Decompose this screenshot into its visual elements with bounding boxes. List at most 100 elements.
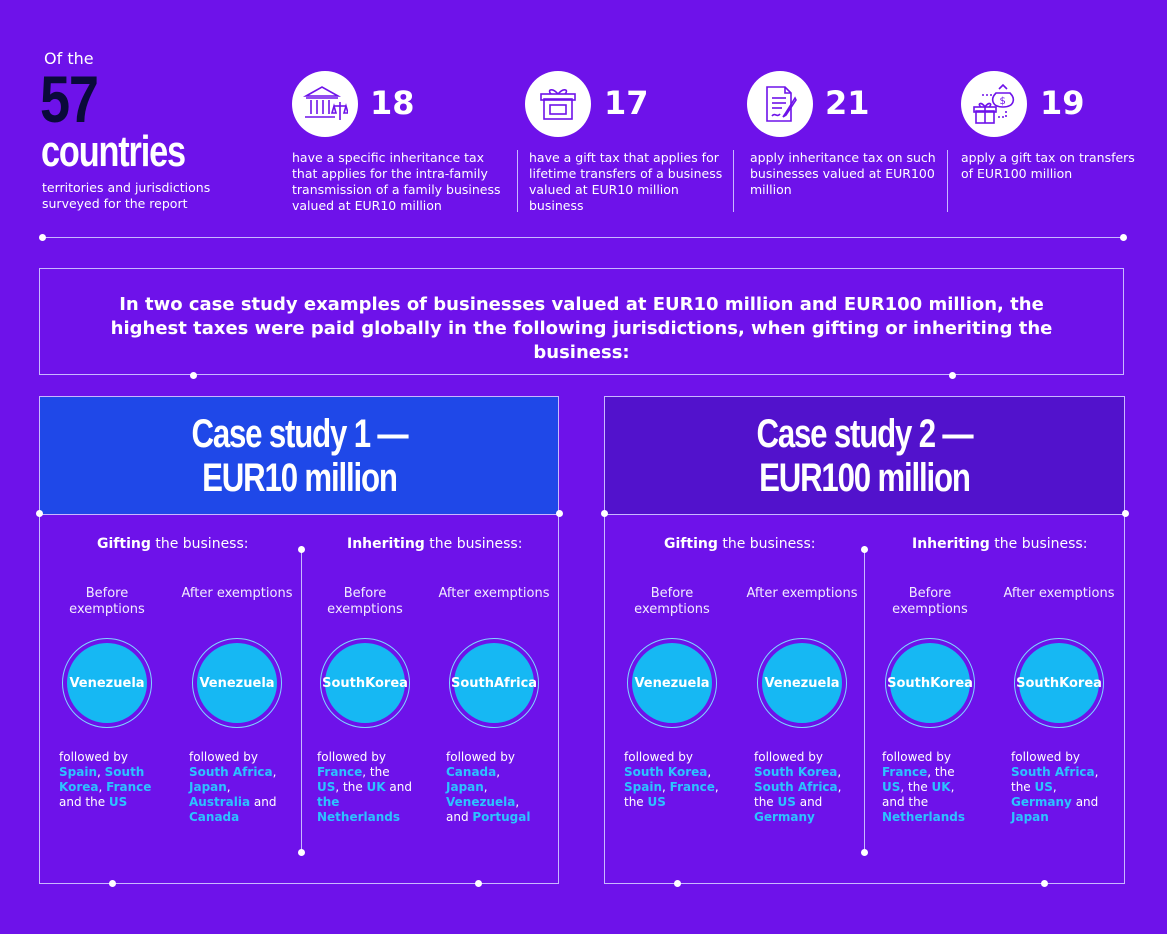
inheriting-label: Inheriting the business:	[347, 536, 523, 552]
line-end-dot	[601, 510, 608, 517]
stat-description: have a gift tax that applies for lifetim…	[529, 150, 723, 213]
country-name: Spain	[59, 765, 97, 779]
line-end-dot	[674, 880, 681, 887]
countries-label: countries	[41, 127, 186, 176]
country-name: South Korea	[754, 765, 838, 779]
before-exemptions-label: Before exemptions	[634, 586, 710, 617]
country-name: Canada	[446, 765, 497, 779]
country-name: US	[108, 795, 128, 809]
country-name: South Africa	[754, 780, 838, 794]
country-name: US	[1034, 780, 1053, 794]
document-pen-icon	[747, 71, 813, 137]
country-name: the Netherlands	[317, 795, 401, 824]
country-name: US	[647, 795, 666, 809]
connector-text: ,	[837, 765, 842, 779]
country-name: Japan	[189, 780, 227, 794]
line-end-dot	[861, 546, 868, 553]
connector-text: , the	[927, 765, 955, 779]
connector-text: , the	[754, 780, 842, 809]
gifting-label: Gifting the business:	[664, 536, 816, 552]
gifting-label: Gifting the business:	[97, 536, 249, 552]
country-name: Japan	[446, 780, 484, 794]
country-name: South Africa	[1011, 765, 1095, 779]
before-exemptions-label: Before exemptions	[69, 586, 145, 617]
connector-text: , the	[362, 765, 390, 779]
connector-text: ,	[496, 765, 501, 779]
line-end-dot	[298, 849, 305, 856]
connector-text: , the	[1011, 765, 1099, 794]
after-exemptions-label: After exemptions	[1003, 586, 1115, 601]
before-exemptions-label: Before exemptions	[327, 586, 403, 617]
country-name: Venezuela	[446, 795, 516, 809]
stat-description: apply inheritance tax on such businesses…	[750, 150, 936, 197]
country-name: France	[106, 780, 152, 794]
connector-text: , and the	[882, 780, 955, 809]
stat-number: 18	[370, 84, 415, 122]
connector-text: ,	[272, 765, 277, 779]
line-end-dot	[1041, 880, 1048, 887]
line-end-dot	[1122, 510, 1129, 517]
country-name: France	[317, 765, 363, 779]
stat-description: apply a gift tax on transfers of EUR100 …	[961, 150, 1135, 181]
after-exemptions-label: After exemptions	[438, 586, 550, 601]
country-name: UK	[366, 780, 386, 794]
connector-text: and	[1071, 795, 1099, 809]
case-study-2-panel: Case study 2 — EUR100 million	[604, 396, 1125, 884]
connector-text: ,	[707, 765, 712, 779]
country-name: US	[777, 795, 796, 809]
top-country-name: Venezuela	[632, 643, 712, 723]
country-name: South Korea	[624, 765, 708, 779]
case-study-header: Case study 1 — EUR10 million	[40, 397, 558, 515]
top-country-circle: Venezuela	[757, 638, 847, 728]
stat-number: 17	[604, 84, 649, 122]
connector-text: ,	[98, 780, 107, 794]
line-end-dot	[861, 849, 868, 856]
connector-text: ,	[226, 780, 231, 794]
country-name: South Korea	[59, 765, 145, 794]
connector-text: ,	[97, 765, 105, 779]
line-end-dot	[556, 510, 563, 517]
stat-number: 19	[1040, 84, 1085, 122]
top-country-circle: Venezuela	[627, 638, 717, 728]
country-name: Canada	[189, 810, 240, 824]
summary-banner: In two case study examples of businesses…	[39, 268, 1124, 375]
stat-description: have a specific inheritance tax that app…	[292, 150, 501, 213]
inheriting-label: Inheriting the business:	[912, 536, 1088, 552]
country-name: South Africa	[189, 765, 273, 779]
connector-text: ,	[662, 780, 670, 794]
case-title-line: EUR100 million	[759, 455, 971, 500]
connector-text: and	[385, 780, 412, 794]
country-name: France	[882, 765, 928, 779]
line-end-dot	[1120, 234, 1127, 241]
countries-count: 57	[40, 62, 99, 136]
line-end-dot	[36, 510, 43, 517]
country-name: UK	[931, 780, 951, 794]
case-study-1-panel: Case study 1 — EUR10 million	[39, 396, 559, 884]
line-end-dot	[39, 234, 46, 241]
country-name: Netherlands	[882, 810, 966, 824]
top-country-circle: Venezuela	[192, 638, 282, 728]
top-country-name: Venezuela	[197, 643, 277, 723]
country-name: US	[882, 780, 901, 794]
line-end-dot	[949, 372, 956, 379]
countries-subtitle: territories and jurisdictions surveyed f…	[42, 180, 211, 211]
svg-text:$: $	[1000, 96, 1006, 107]
country-name: Germany	[1011, 795, 1072, 809]
country-name: Spain	[624, 780, 662, 794]
line-end-dot	[298, 546, 305, 553]
connector-text: and the	[59, 795, 109, 809]
connector-text: , and	[446, 795, 520, 824]
connector-text: , the	[900, 780, 932, 794]
divider	[733, 150, 734, 212]
